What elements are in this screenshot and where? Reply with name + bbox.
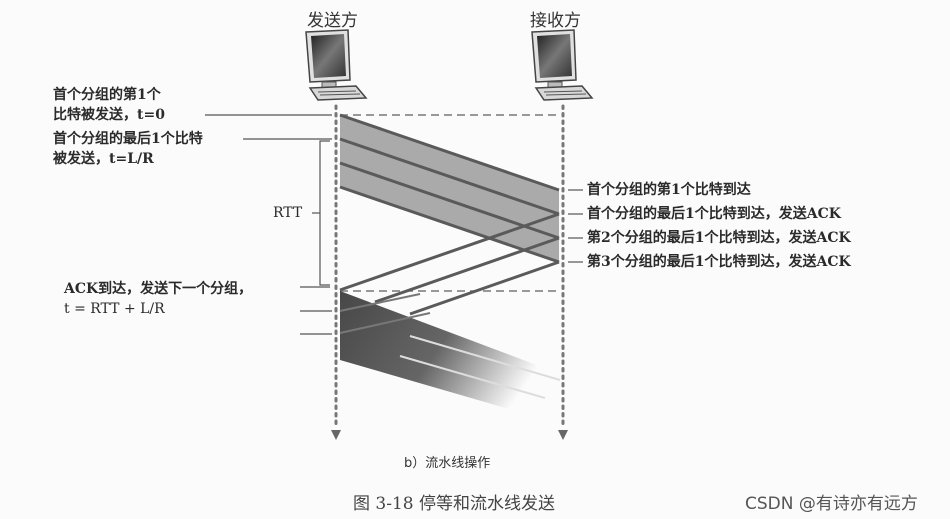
annotation-last-bit-sent-2: 被发送，t=L/R [53,151,154,167]
annotation-right-1: 首个分组的第1个比特到达 [587,182,751,198]
annotation-right-4: 第3个分组的最后1个比特到达，发送ACK [587,254,851,270]
rtt-label: RTT [273,205,303,221]
annotation-ack-arrives-2: t = RTT + L/R [64,301,165,317]
receiver-computer-icon [531,29,594,101]
sender-arrow-icon [331,430,341,440]
receiver-arrow-icon [558,430,568,440]
watermark: CSDN @有诗亦有远方 [745,494,918,514]
receiver-label: 接收方 [530,11,581,31]
sender-computer-icon [305,29,368,101]
sender-label: 发送方 [307,11,358,31]
annotation-ack-arrives-1: ACK到达，发送下一个分组， [64,281,253,297]
annotation-right-3: 第2个分组的最后1个比特到达，发送ACK [587,230,851,246]
annotation-first-bit-sent-1: 首个分组的第1个 [53,87,161,103]
figure-caption: 图 3-18 停等和流水线发送 [353,494,555,514]
subcaption: b）流水线操作 [404,456,491,471]
annotation-last-bit-sent-1: 首个分组的最后1个比特 [53,131,203,147]
annotation-first-bit-sent-2: 比特被发送，t=0 [53,107,165,123]
annotation-right-2: 首个分组的最后1个比特到达，发送ACK [587,206,841,222]
